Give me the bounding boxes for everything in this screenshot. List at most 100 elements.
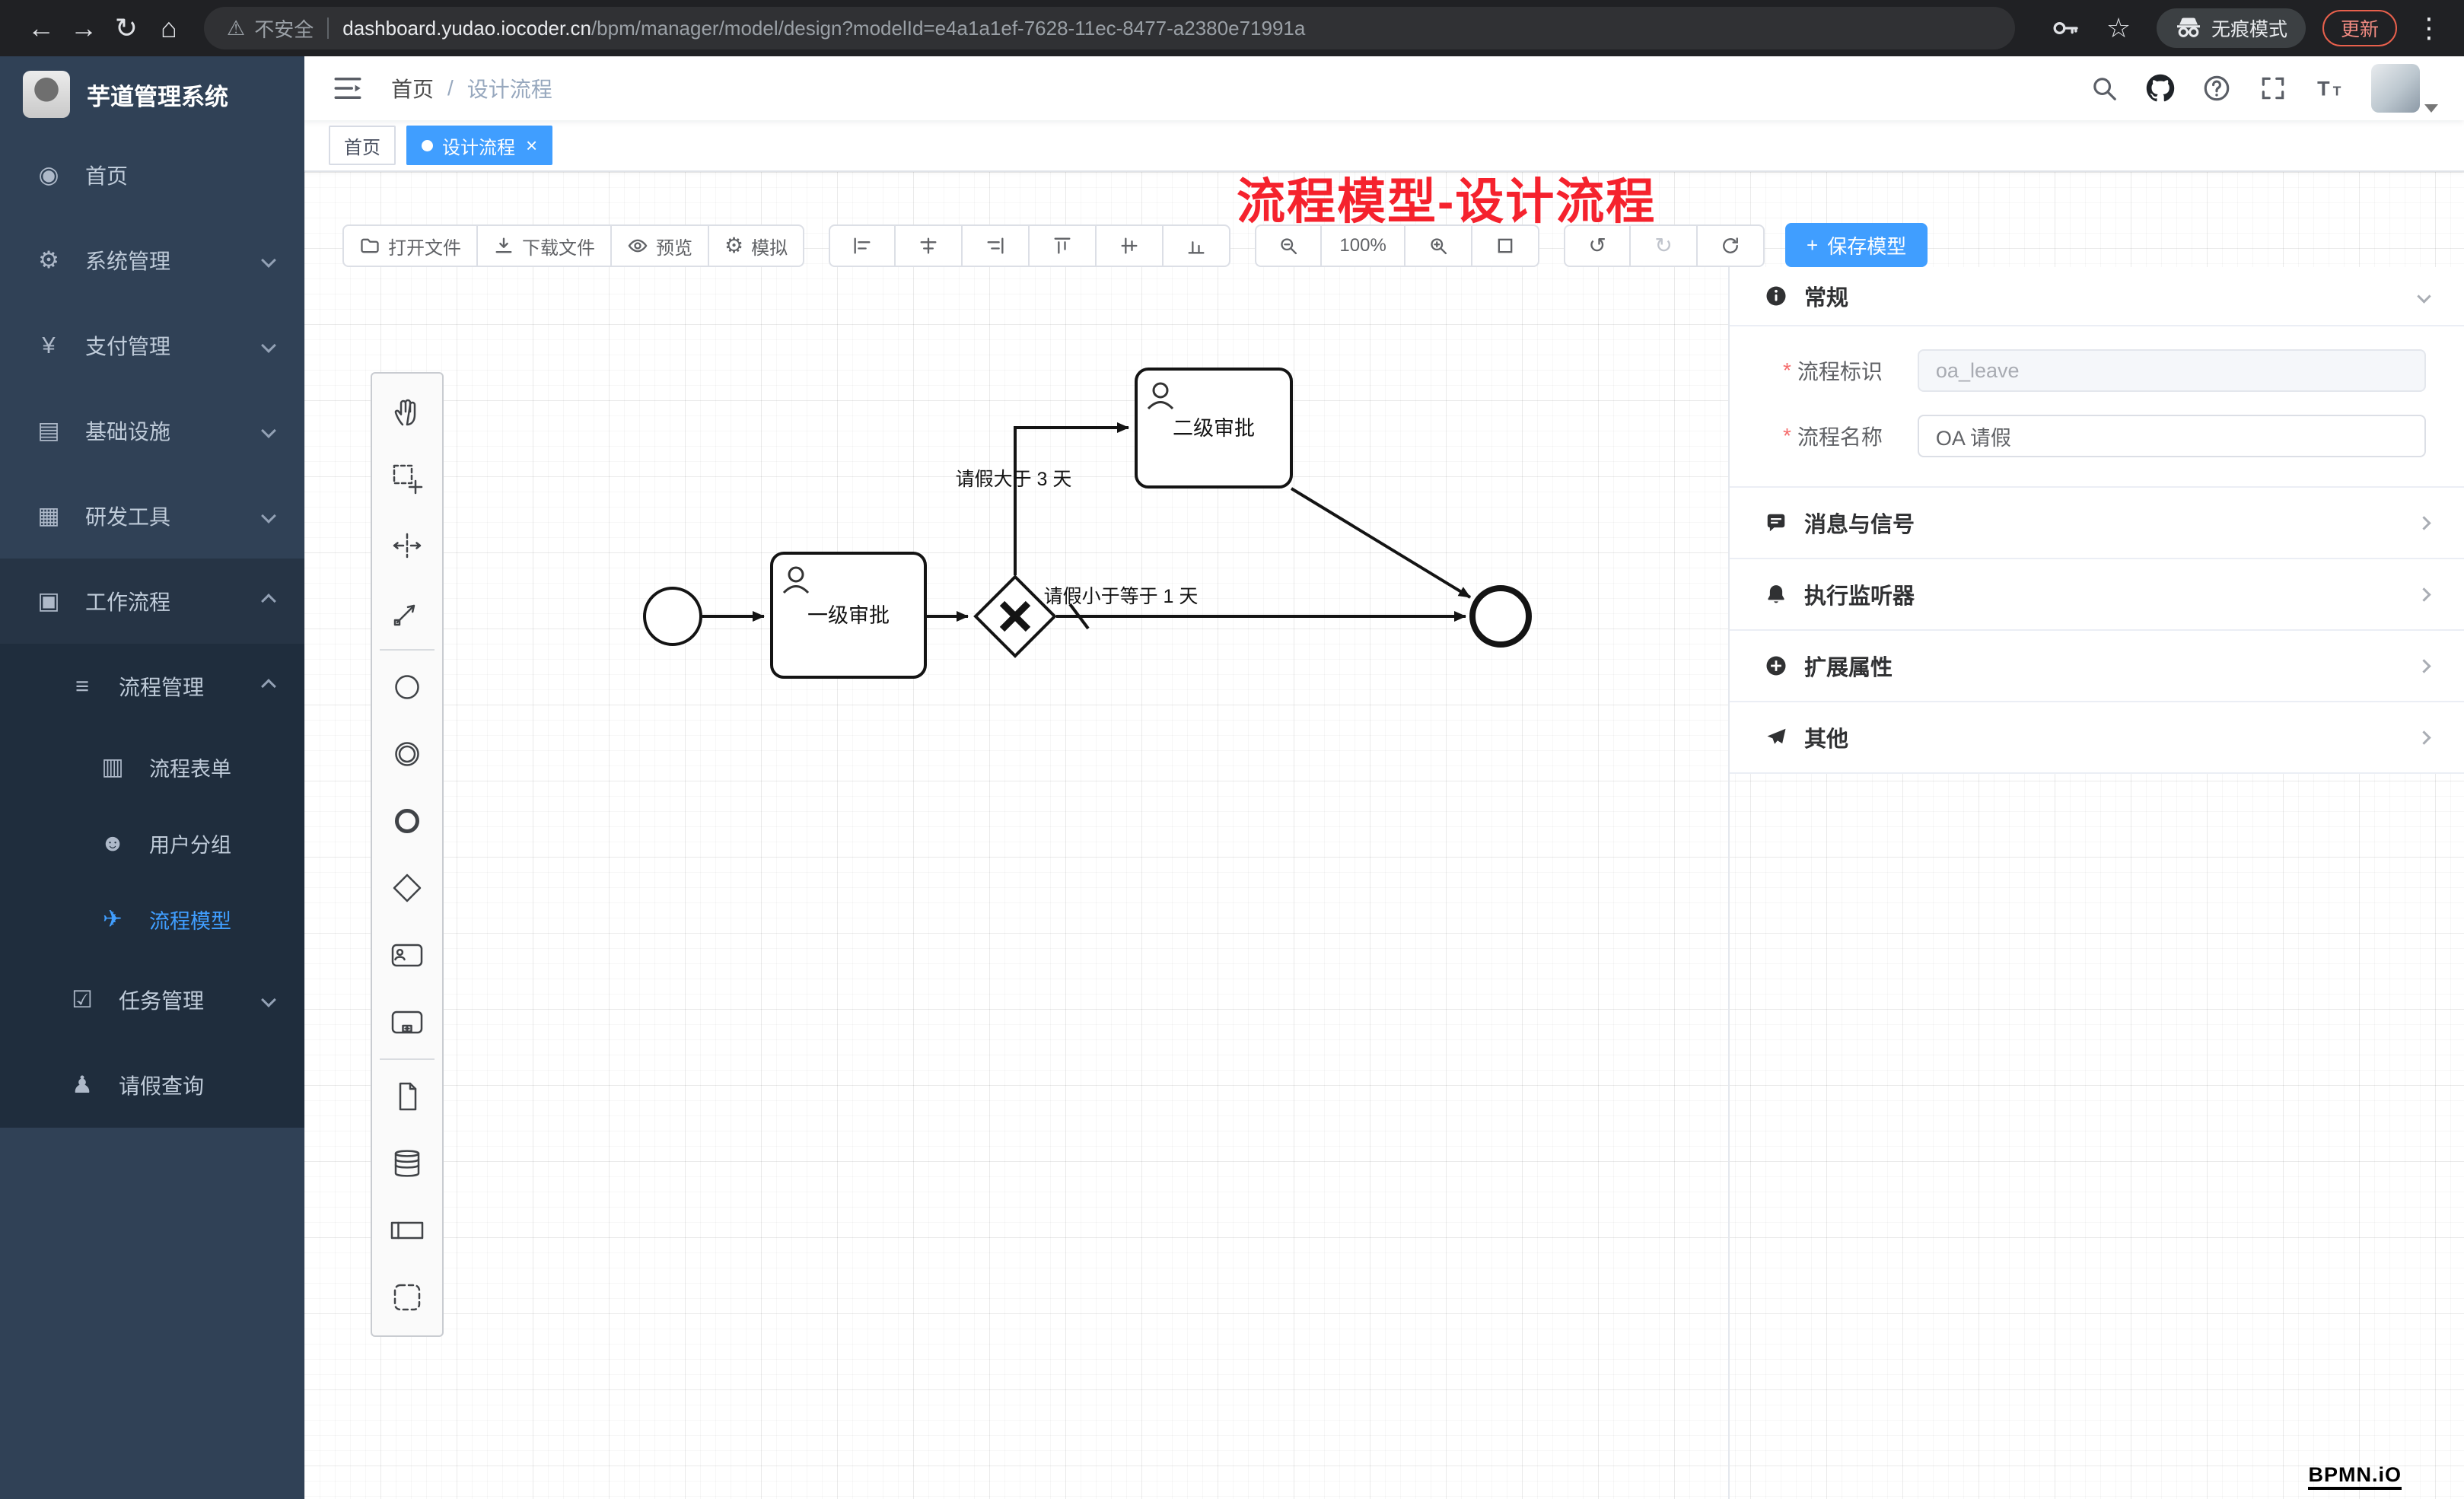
align-middle-button[interactable]	[1097, 224, 1164, 267]
sidebar-item-user-group[interactable]: ☻ 用户分组	[0, 805, 304, 881]
palette-create-group[interactable]	[372, 1264, 442, 1331]
sidebar-item-home[interactable]: ◉ 首页	[0, 132, 304, 218]
reload-button[interactable]: ↻	[105, 7, 148, 49]
forward-button[interactable]: →	[62, 7, 105, 49]
tag-home[interactable]: 首页	[329, 126, 396, 165]
browser-menu-button[interactable]: ⋮	[2414, 12, 2444, 44]
search-icon[interactable]	[2090, 74, 2119, 103]
sidebar-item-process-form[interactable]: ▥ 流程表单	[0, 729, 304, 805]
palette-create-data-object[interactable]	[372, 1063, 442, 1130]
undo-button[interactable]: ↺	[1564, 224, 1632, 267]
save-model-label: 保存模型	[1827, 234, 1907, 258]
sidebar-item-process-mgmt[interactable]: ≡ 流程管理	[0, 644, 304, 729]
sidebar-item-task-mgmt[interactable]: ☑ 任务管理	[0, 957, 304, 1042]
back-button[interactable]: ←	[20, 7, 62, 49]
github-icon[interactable]	[2146, 74, 2175, 103]
sidebar-item-infrastructure[interactable]: ▤ 基础设施	[0, 388, 304, 473]
sidebar-collapse-button[interactable]	[330, 71, 365, 106]
palette-create-end-event[interactable]	[372, 788, 442, 855]
sidebar-item-system[interactable]: ⚙ 系统管理	[0, 218, 304, 303]
end-event-node[interactable]	[1469, 585, 1532, 648]
open-file-button[interactable]: 打开文件	[342, 224, 478, 267]
panel-section-other[interactable]: 其他	[1730, 702, 2464, 774]
panel-section-listeners[interactable]: 执行监听器	[1730, 559, 2464, 631]
process-name-input[interactable]	[1917, 415, 2426, 457]
paper-plane-icon	[1767, 728, 1786, 744]
help-icon[interactable]	[2202, 74, 2231, 103]
close-icon[interactable]: ×	[526, 134, 538, 157]
chrome-update-button[interactable]: 更新	[2322, 10, 2397, 46]
zoom-reset-button[interactable]	[1472, 224, 1540, 267]
panel-section-extensions[interactable]: 扩展属性	[1730, 631, 2464, 702]
breadcrumb-current: 设计流程	[466, 78, 552, 101]
star-glyph: ☆	[2106, 12, 2131, 43]
section-title: 消息与信号	[1804, 513, 1915, 537]
simulate-button[interactable]: ⚙ 模拟	[709, 224, 805, 267]
panel-section-general[interactable]: 常规	[1730, 267, 2464, 326]
align-left-button[interactable]	[829, 224, 896, 267]
address-bar[interactable]: ⚠ 不安全 dashboard.yudao.iocoder.cn/bpm/man…	[204, 7, 2015, 49]
sidebar-item-payment[interactable]: ¥ 支付管理	[0, 303, 304, 388]
palette-create-gateway[interactable]	[372, 855, 442, 921]
align-top-button[interactable]	[1030, 224, 1097, 267]
sidebar-item-process-model[interactable]: ✈ 流程模型	[0, 881, 304, 957]
chevron-right-icon	[2417, 658, 2431, 673]
palette-create-intermediate-event[interactable]	[372, 721, 442, 788]
sequence-flow-task2-to-end[interactable]	[1290, 487, 1472, 599]
zoom-in-button[interactable]	[1405, 224, 1473, 267]
zoom-level-display[interactable]: 100%	[1322, 224, 1406, 267]
start-event-node[interactable]	[643, 587, 702, 646]
palette-lasso-tool[interactable]	[372, 445, 442, 512]
home-button[interactable]: ⌂	[148, 7, 190, 49]
align-bottom-button[interactable]	[1164, 224, 1231, 267]
sidebar-item-label: 流程表单	[149, 757, 231, 781]
fullscreen-icon[interactable]	[2259, 74, 2287, 103]
sidebar-item-devtools[interactable]: ▦ 研发工具	[0, 473, 304, 559]
bell-icon	[1768, 585, 1784, 603]
url-path: /bpm/manager/model/design?modelId=e4a1a1…	[591, 16, 1306, 40]
palette-create-data-store[interactable]	[372, 1130, 442, 1197]
sequence-flow-gateway-to-task2[interactable]	[1014, 422, 1129, 575]
user-task-node-level2[interactable]: 二级审批	[1135, 368, 1293, 489]
condition-label-gt[interactable]: 请假大于 3 天	[956, 469, 1072, 490]
bpmn-canvas[interactable]: 请假大于 3 天 请假小于等于 1 天 一级审批	[304, 172, 2464, 1499]
bookmark-star-icon[interactable]: ☆	[2097, 7, 2140, 49]
breadcrumb-home[interactable]: 首页	[391, 78, 435, 101]
password-key-icon[interactable]	[2050, 13, 2080, 43]
sidebar-item-leave-query[interactable]: ♟ 请假查询	[0, 1042, 304, 1128]
palette-space-tool[interactable]	[372, 512, 442, 579]
eye-icon	[628, 239, 648, 253]
sidebar-item-workflow[interactable]: ▣ 工作流程	[0, 559, 304, 644]
infrastructure-icon: ▤	[37, 417, 60, 444]
palette-create-subprocess[interactable]	[372, 988, 442, 1055]
sidebar-item-label: 研发工具	[85, 505, 171, 529]
preview-button[interactable]: 预览	[612, 224, 709, 267]
restart-button[interactable]	[1698, 224, 1765, 267]
align-right-button[interactable]	[963, 224, 1030, 267]
save-model-button[interactable]: + 保存模型	[1785, 223, 1928, 267]
exclusive-gateway-node[interactable]	[973, 574, 1057, 658]
bpmn-io-watermark[interactable]: BPMN.iO	[2308, 1463, 2402, 1490]
redo-button[interactable]: ↻	[1631, 224, 1698, 267]
task-label: 一级审批	[807, 604, 890, 627]
active-dot	[422, 139, 433, 151]
download-file-button[interactable]: 下载文件	[478, 224, 612, 267]
align-center-button[interactable]	[896, 224, 963, 267]
palette-create-user-task[interactable]	[372, 921, 442, 988]
palette-create-participant[interactable]	[372, 1197, 442, 1264]
properties-panel: 常规 * 流程标识 * 流程名称 消息与信号 执行监听器	[1728, 267, 2464, 1499]
user-task-node-level1[interactable]: 一级审批	[770, 552, 927, 679]
zoom-out-button[interactable]	[1255, 224, 1323, 267]
app-sidebar: 芋道管理系统 ◉ 首页 ⚙ 系统管理 ¥ 支付管理 ▤ 基础设施 ▦ 研发工具 …	[0, 56, 304, 1499]
condition-label-lte[interactable]: 请假小于等于 1 天	[1044, 586, 1199, 607]
caret-down-icon	[2424, 104, 2438, 113]
palette-global-connect-tool[interactable]	[372, 579, 442, 646]
palette-hand-tool[interactable]	[372, 378, 442, 445]
sequence-flow-gateway-to-end[interactable]	[1056, 603, 1466, 630]
panel-section-messages[interactable]: 消息与信号	[1730, 488, 2464, 559]
user-menu[interactable]	[2371, 64, 2438, 113]
tag-design-process[interactable]: 设计流程 ×	[406, 126, 553, 165]
palette-create-start-event[interactable]	[372, 654, 442, 721]
palette-separator	[380, 649, 435, 651]
